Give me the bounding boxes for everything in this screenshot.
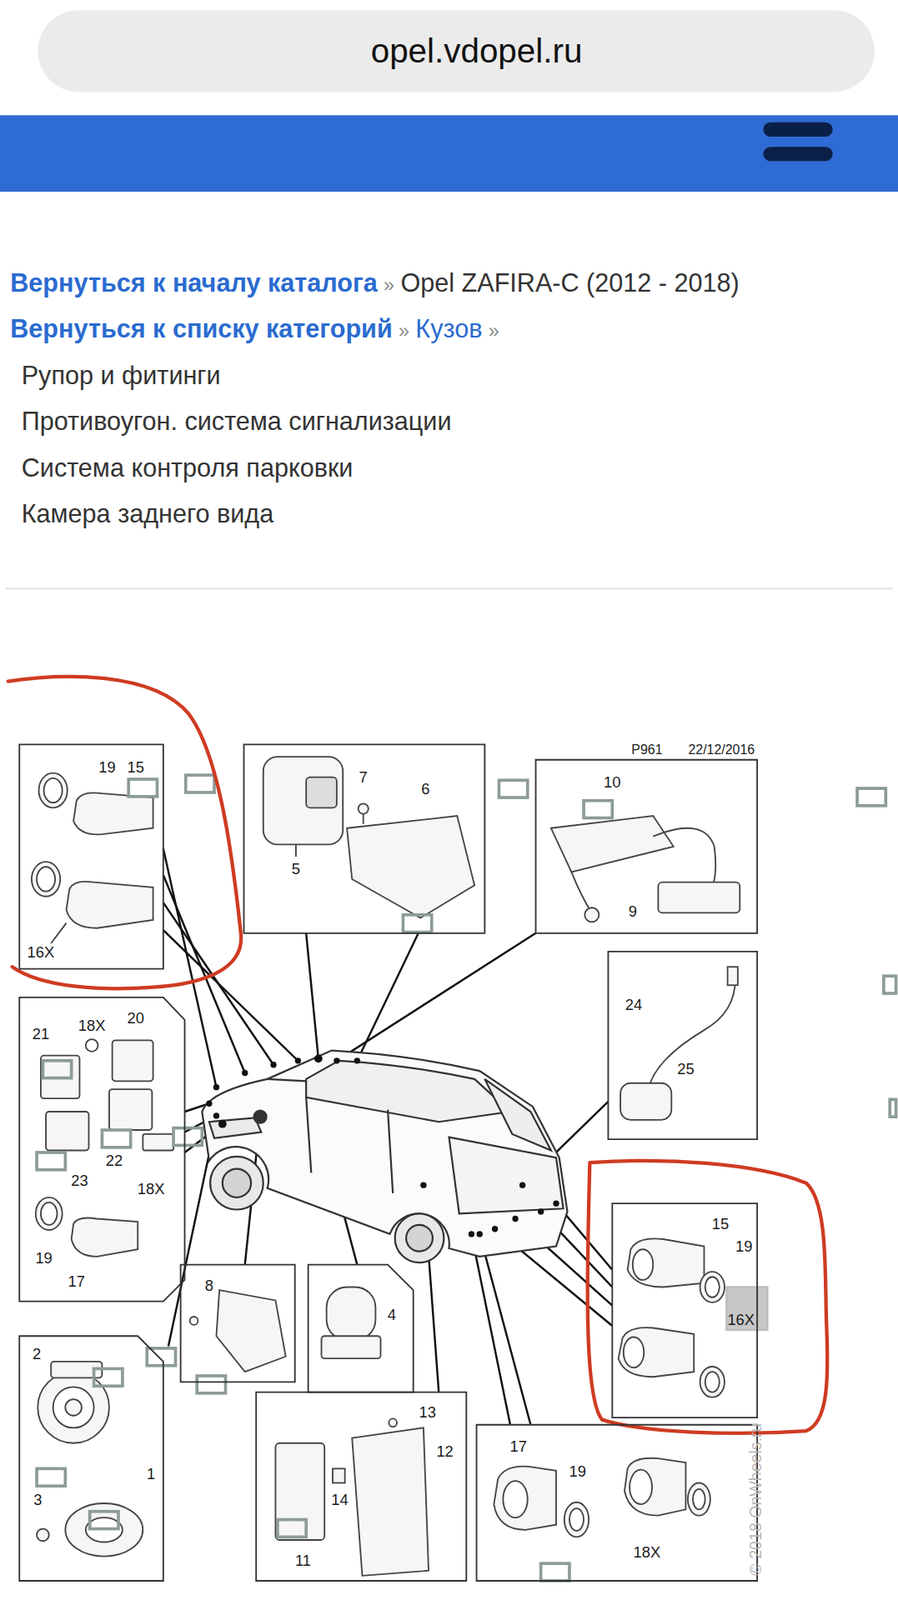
callout-number: 23 [70, 1173, 88, 1189]
address-bar: opel.vdopel.ru [37, 10, 875, 92]
breadcrumb-separator: » [488, 320, 500, 342]
callout-number: 19 [35, 1250, 52, 1266]
diagram-code: P961 [631, 743, 663, 758]
menu-item: Противоугон. система сигнализации [21, 406, 452, 437]
parts-panel: 21 18X 20 22 23 18X 19 17 [19, 998, 185, 1303]
breadcrumb-separator: » [383, 274, 395, 296]
parts-panel: 24 25 [607, 952, 758, 1140]
callout-number: 20 [127, 1010, 145, 1026]
panel-outline [255, 1393, 467, 1582]
callout-number: 15 [127, 759, 145, 775]
callout-number: 16X [727, 1313, 755, 1329]
callout-number: 14 [331, 1492, 348, 1508]
callout-number: 6 [421, 781, 430, 797]
panel-outline [19, 744, 164, 969]
parts-panel: 17 19 18X [476, 1425, 758, 1582]
panel-outline [180, 1265, 296, 1384]
callout-number: 19 [98, 759, 116, 775]
callout-number: 25 [677, 1061, 694, 1077]
menu-item: Рупор и фитинги [21, 360, 221, 392]
parts-panel: 10 9 [536, 760, 758, 934]
menu-item: Система контроля парковки [21, 451, 354, 483]
diagram-date: 22/12/2016 [687, 743, 755, 758]
parts-panel: 19 15 16X [19, 744, 164, 969]
callout-number: 24 [625, 997, 643, 1013]
watermark: © 2018 OnWheels.ru [747, 1424, 765, 1577]
parts-panel: 8 [180, 1265, 296, 1384]
parts-panel: 13 12 14 11 [255, 1393, 467, 1582]
callout-number: 17 [68, 1274, 86, 1290]
breadcrumb-line: Вернуться к началу каталога»Opel ZAFIRA-… [10, 267, 740, 302]
parts-panel: 15 19 16X [612, 1204, 758, 1419]
callout-number: 5 [291, 862, 301, 878]
callout-number: 13 [419, 1404, 437, 1420]
panel-outline [19, 1336, 164, 1582]
url-text: opel.vdopel.ru [371, 34, 583, 68]
panel-outline [612, 1204, 758, 1419]
panel-outline [607, 952, 758, 1140]
callout-number: 2 [32, 1346, 41, 1362]
callout-number: 1 [146, 1466, 156, 1482]
parts-panel: 4 [308, 1265, 414, 1394]
callout-number: 12 [436, 1444, 453, 1460]
callout-number: 4 [387, 1307, 397, 1323]
callout-number: 19 [735, 1239, 753, 1255]
callout-number: 11 [295, 1553, 312, 1569]
callout-number: 19 [568, 1464, 586, 1480]
callout-number: 18X [137, 1181, 166, 1197]
breadcrumb-line: Вернуться к списку категорий»Кузов» [10, 313, 506, 347]
callout-number: 16X [27, 944, 56, 960]
callout-number: 18X [78, 1018, 106, 1034]
breadcrumb-text: Opel ZAFIRA-C (2012 - 2018) [400, 268, 739, 297]
menu-item: Камера заднего вида [21, 497, 274, 529]
callout-number: 17 [510, 1439, 527, 1455]
parts-panel: 7 6 5 [244, 744, 486, 934]
panel-outline [308, 1265, 414, 1394]
callout-number: 3 [33, 1492, 42, 1508]
callout-number: 7 [359, 769, 368, 785]
callout-number: 21 [32, 1026, 50, 1042]
breadcrumb-link: Вернуться к списку категорий [10, 314, 392, 343]
callout-number: 22 [105, 1153, 123, 1169]
callout-number: 8 [205, 1278, 214, 1294]
callout-number: 18X [633, 1545, 662, 1561]
callout-number: 10 [603, 775, 621, 791]
callout-number: 9 [628, 903, 638, 919]
breadcrumb-link: Вернуться к началу каталога [10, 268, 378, 297]
parts-panel: 2 1 3 [19, 1336, 164, 1582]
panel-outline [536, 760, 758, 934]
breadcrumb-separator: » [398, 320, 410, 342]
breadcrumb-link: Кузов [415, 314, 482, 343]
callout-number: 15 [712, 1216, 729, 1232]
